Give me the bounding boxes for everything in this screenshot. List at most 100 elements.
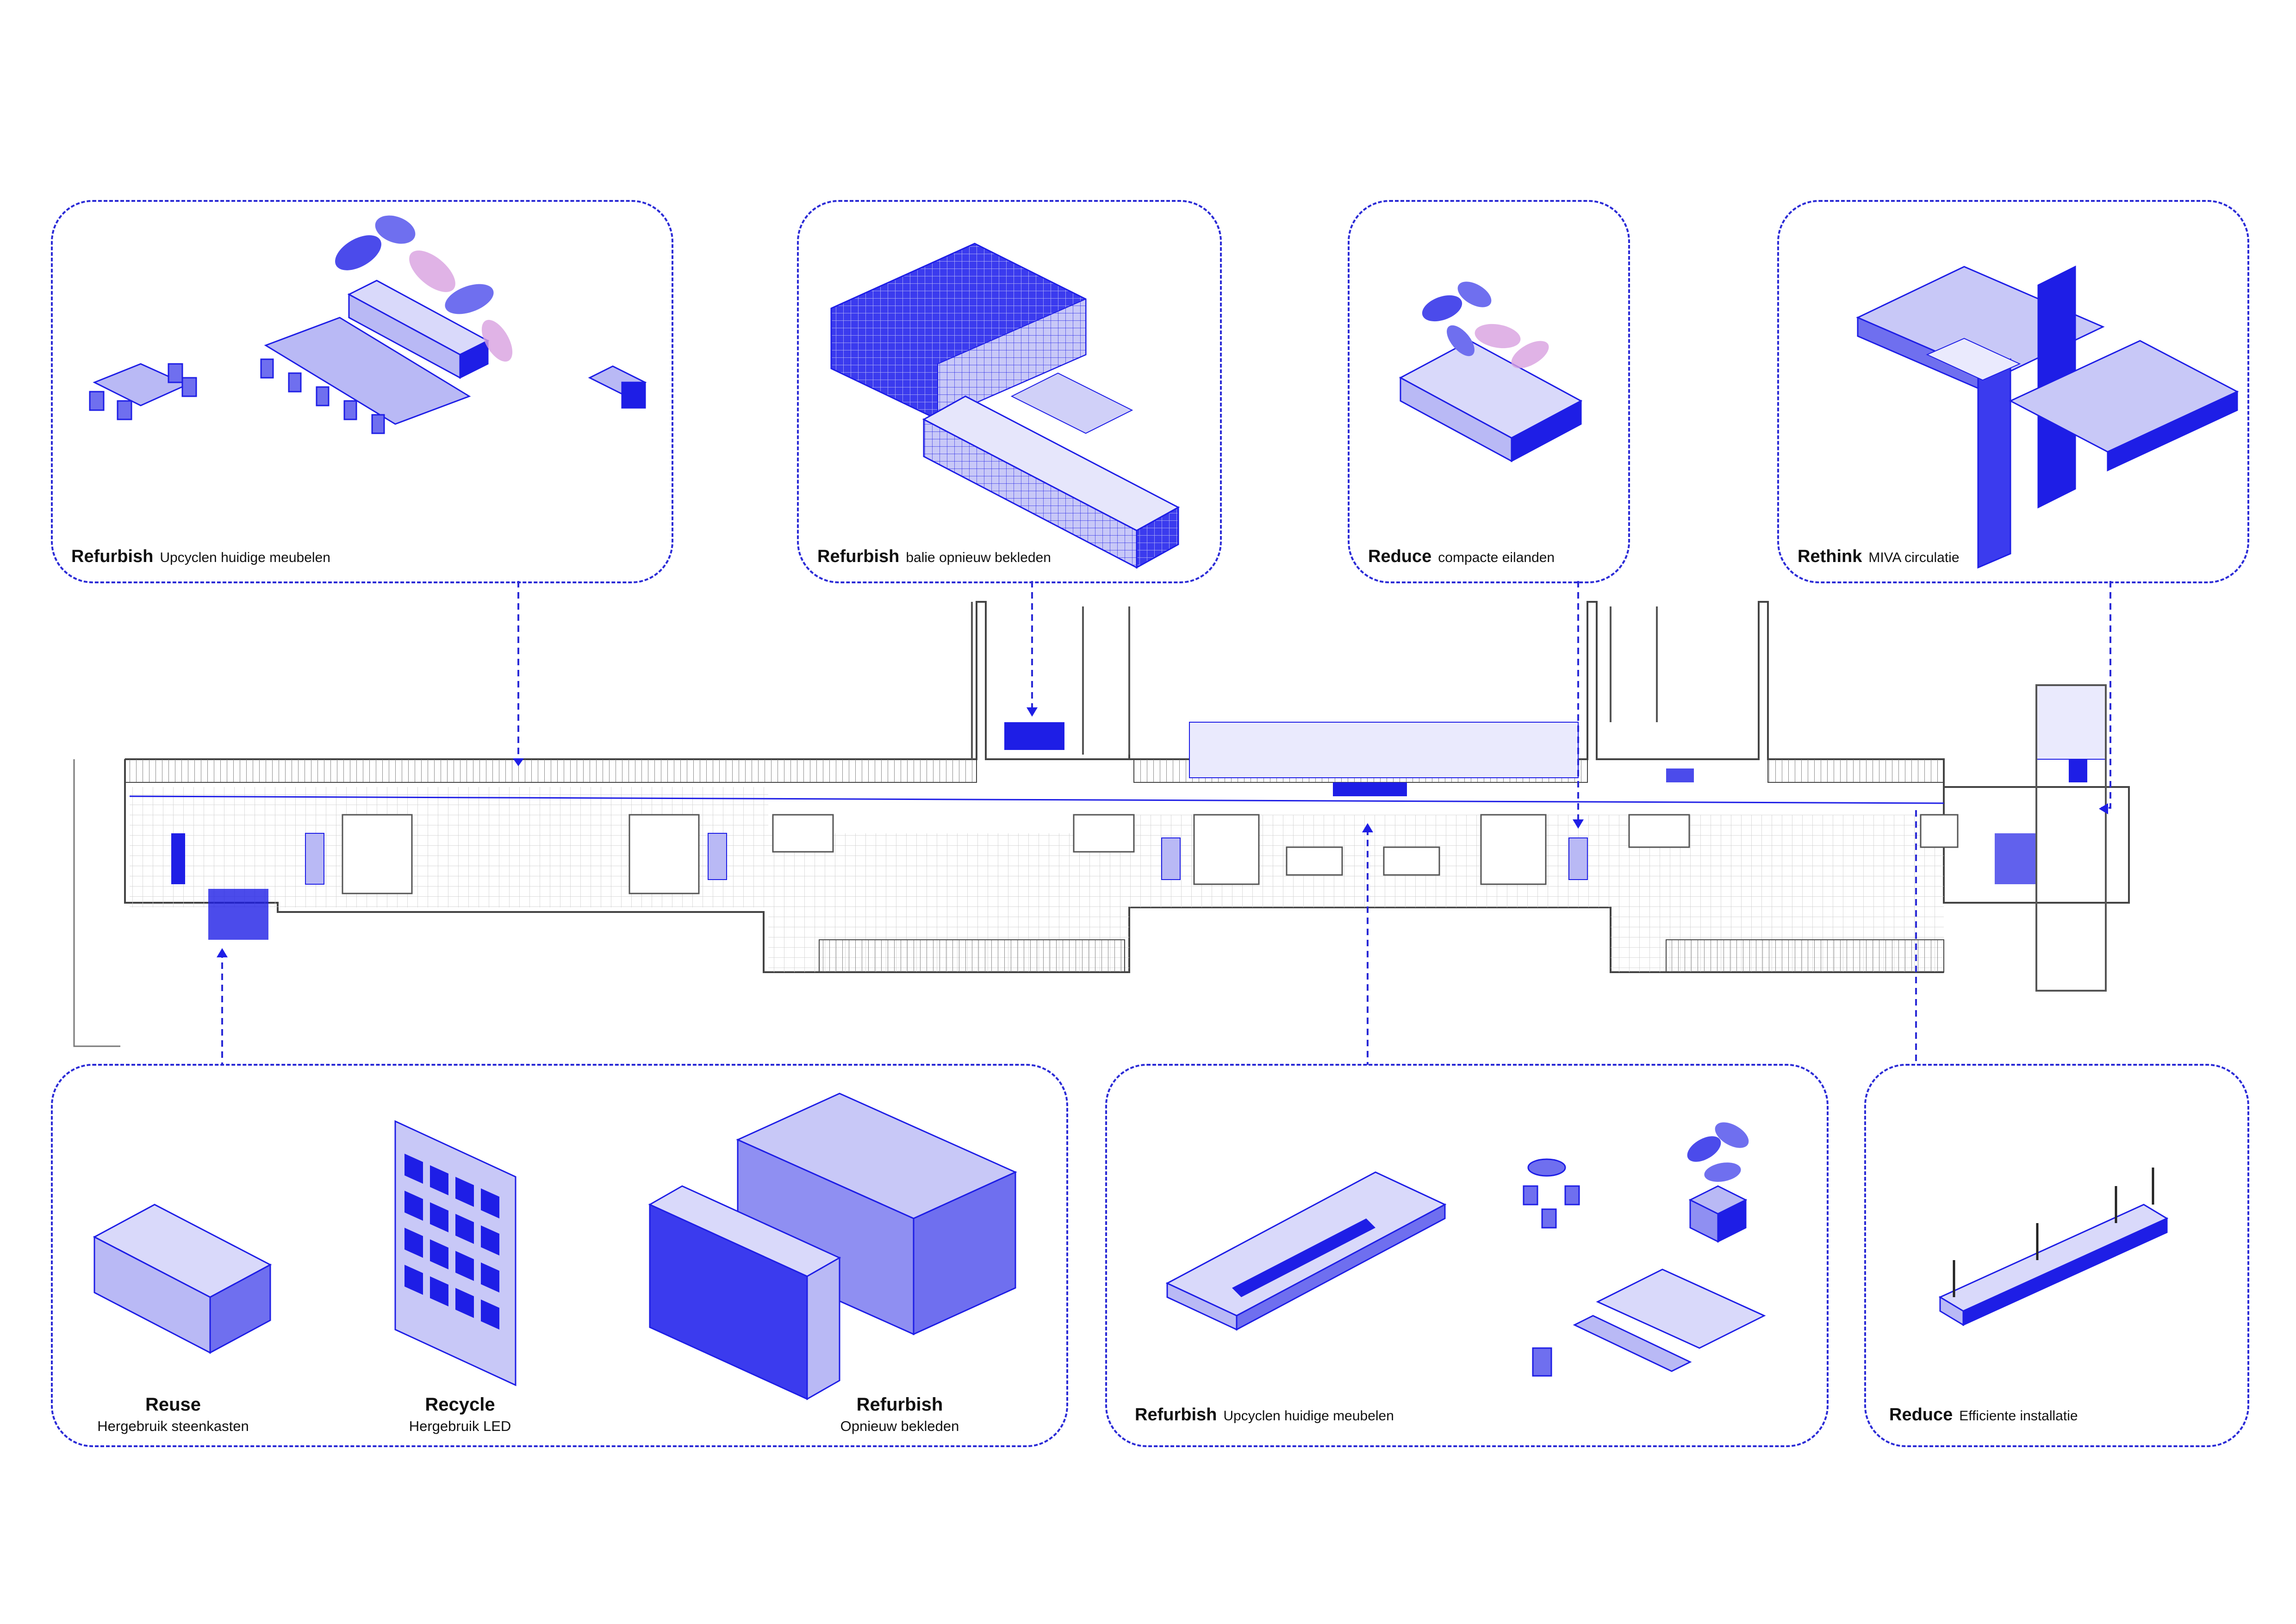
cube-plant-leaves bbox=[1687, 1122, 1749, 1182]
caption-p2: Refurbish balie opnieuw bekleden bbox=[817, 547, 1051, 567]
caption-subtitle: balie opnieuw bekleden bbox=[906, 550, 1051, 565]
caption-subtitle: Opnieuw bekleden bbox=[840, 1418, 959, 1434]
caption-title: Refurbish bbox=[817, 547, 900, 566]
caption-title: Refurbish bbox=[1135, 1405, 1217, 1424]
panel-refurbish-counter: Refurbish balie opnieuw bekleden bbox=[797, 200, 1222, 583]
caption-title: Reduce bbox=[1889, 1405, 1953, 1424]
miva-tower-outline bbox=[2035, 684, 2107, 992]
furniture-illustration bbox=[89, 215, 647, 434]
picnic-bench bbox=[1573, 1315, 1692, 1372]
long-table bbox=[264, 317, 471, 425]
caption-p6: Refurbish Upcyclen huidige meubelen bbox=[1135, 1405, 1394, 1425]
caption-p3: Reduce compacte eilanden bbox=[1368, 547, 1555, 567]
counter-2 bbox=[1383, 846, 1440, 876]
plan-meeting-room bbox=[208, 889, 268, 940]
core-stair-1 bbox=[342, 814, 413, 894]
core-lift-3 bbox=[1628, 814, 1690, 848]
caption-refurbish: Refurbish Opnieuw bekleden bbox=[779, 1394, 1020, 1435]
caption-p4: Rethink MIVA circulatie bbox=[1798, 547, 1960, 567]
caption-title: Reduce bbox=[1368, 547, 1432, 566]
panel-refurbish-furniture: Refurbish Upcyclen huidige meubelen bbox=[51, 200, 673, 583]
plan-canteen bbox=[1189, 722, 1579, 778]
caption-reuse: Reuse Hergebruik steenkasten bbox=[53, 1394, 293, 1435]
caption-p1: Refurbish Upcyclen huidige meubelen bbox=[71, 547, 330, 567]
panel-reuse-recycle-refurbish: Reuse Hergebruik steenkasten Recycle Her… bbox=[51, 1064, 1068, 1447]
arrow-p3 bbox=[1573, 819, 1584, 829]
circulation-illustration bbox=[1856, 265, 2239, 569]
plan-reception bbox=[1004, 722, 1064, 750]
furniture-illustration-2 bbox=[1165, 1122, 1766, 1377]
installation-illustration bbox=[1938, 1168, 2169, 1326]
tiled-wall-side bbox=[937, 298, 1086, 420]
caption-title: Rethink bbox=[1798, 547, 1862, 566]
lounge-chair-side bbox=[621, 381, 646, 409]
panel-reduce-islands: Reduce compacte eilanden bbox=[1348, 200, 1630, 583]
caption-title: Refurbish bbox=[856, 1394, 943, 1415]
led-cells bbox=[404, 1154, 499, 1330]
light-fixture-top bbox=[1938, 1204, 2169, 1312]
lower-floor-edge bbox=[2107, 390, 2238, 472]
panel-refurbish-furniture-2: Refurbish Upcyclen huidige meubelen bbox=[1105, 1064, 1829, 1447]
arrow-p1 bbox=[513, 758, 524, 766]
suspension-cables bbox=[1953, 1168, 2154, 1297]
bar-stools bbox=[1523, 1158, 1580, 1229]
caption-title: Reuse bbox=[145, 1394, 201, 1415]
caption-p7: Reduce Efficiente installatie bbox=[1889, 1405, 2078, 1425]
light-fixture-side bbox=[1962, 1217, 2168, 1326]
caption-subtitle: Upcyclen huidige meubelen bbox=[1223, 1408, 1394, 1424]
plan-stair-accent bbox=[1995, 833, 2036, 884]
caption-subtitle: Efficiente installatie bbox=[1959, 1408, 2078, 1424]
panel-reduce-installation: Reduce Efficiente installatie bbox=[1864, 1064, 2249, 1447]
core-lift-4 bbox=[1920, 814, 1959, 848]
block-small-side bbox=[806, 1256, 840, 1400]
facade-band-east bbox=[1767, 759, 1944, 783]
counter-inner bbox=[1010, 372, 1133, 434]
circulation-line bbox=[129, 795, 1944, 804]
picnic-table-top bbox=[1596, 1268, 1766, 1349]
arrow-p2 bbox=[1027, 707, 1038, 717]
caption-recycle: Recycle Hergebruik LED bbox=[340, 1394, 580, 1435]
island-plants bbox=[1422, 281, 1549, 369]
cabinet-side bbox=[209, 1263, 271, 1354]
plan-planter-2 bbox=[708, 833, 727, 880]
leader-p4 bbox=[2101, 581, 2111, 809]
window-band-2 bbox=[1666, 939, 1944, 973]
arrow-p6 bbox=[1362, 823, 1373, 832]
plan-planter-4 bbox=[1568, 837, 1588, 880]
shaft-line-2 bbox=[1082, 606, 1130, 755]
arrow-p5 bbox=[217, 948, 228, 957]
small-chair bbox=[1532, 1347, 1552, 1377]
long-bench-inset bbox=[1232, 1218, 1375, 1297]
long-bench-top bbox=[1165, 1171, 1447, 1317]
counter-illustration bbox=[830, 243, 1180, 569]
plant-cube-side bbox=[1717, 1199, 1747, 1243]
plan-planter-1 bbox=[305, 833, 324, 885]
small-table-chairs bbox=[89, 363, 197, 420]
island-side bbox=[1511, 400, 1582, 462]
plant-leaves bbox=[335, 215, 513, 362]
panel-rethink-circulation: Rethink MIVA circulatie bbox=[1777, 200, 2249, 583]
facade-band-west bbox=[124, 759, 977, 783]
plan-miva-core bbox=[2036, 685, 2106, 760]
materials-illustration bbox=[93, 1093, 1017, 1400]
core-stair-2 bbox=[628, 814, 700, 894]
long-bench-side bbox=[1236, 1203, 1446, 1331]
arrow-p4 bbox=[2099, 803, 2108, 814]
caption-subtitle: compacte eilanden bbox=[1438, 550, 1555, 565]
core-lift-2 bbox=[1073, 814, 1135, 853]
terrace-outline bbox=[73, 759, 120, 1047]
caption-title: Refurbish bbox=[71, 547, 154, 566]
stair bbox=[1926, 337, 2021, 381]
caption-title: Recycle bbox=[425, 1394, 495, 1415]
plan-planter-3 bbox=[1161, 837, 1181, 880]
core-stair-3 bbox=[1193, 814, 1260, 885]
lift-core bbox=[1977, 358, 2011, 569]
caption-subtitle: Upcyclen huidige meubelen bbox=[160, 550, 330, 565]
plan-cabinet bbox=[171, 833, 185, 884]
counter-side bbox=[1136, 506, 1179, 569]
shaft-line-3 bbox=[1610, 606, 1658, 722]
caption-subtitle: MIVA circulatie bbox=[1868, 550, 1960, 565]
plan-bar bbox=[1333, 782, 1407, 796]
window-band-1 bbox=[819, 939, 1125, 973]
